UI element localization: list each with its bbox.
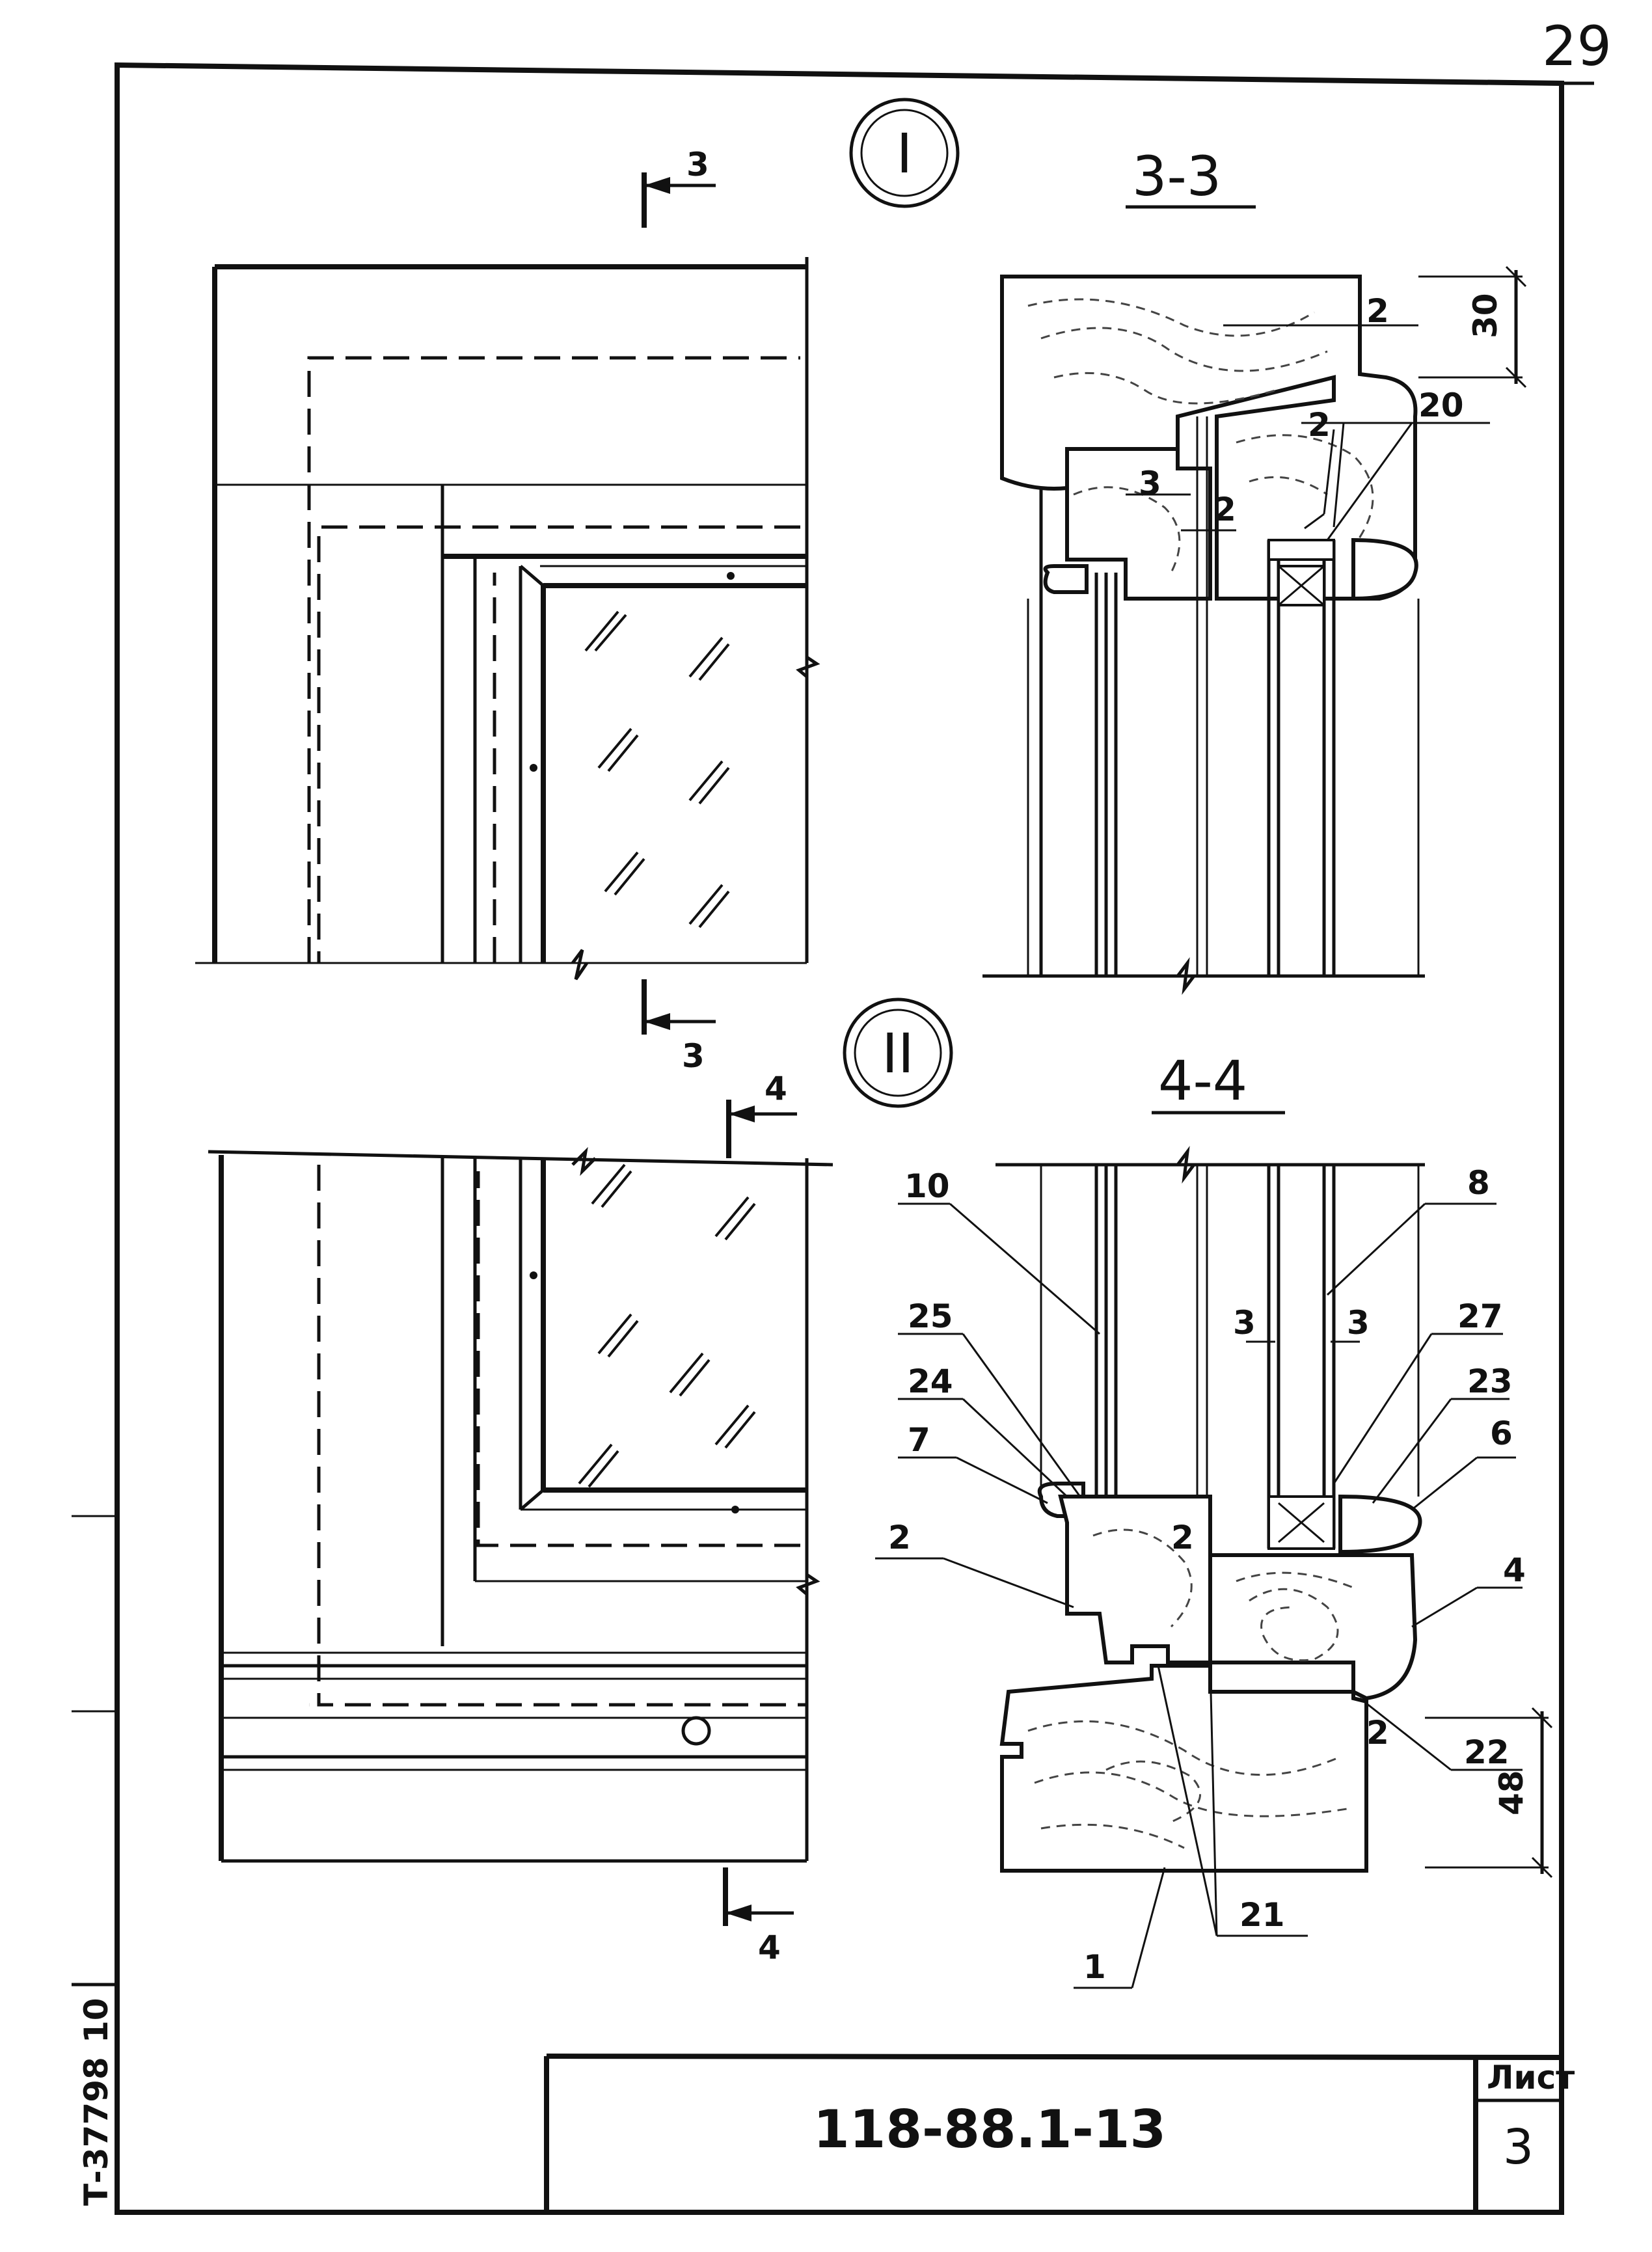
dim-2-b: 2	[1308, 406, 1331, 444]
elevation-detail-2	[208, 1146, 833, 1863]
callout-8: 8	[1467, 1164, 1490, 1202]
page-number: 29	[1542, 14, 1612, 78]
section-4-4-drawing: 3 3 2 2 48 10 8 25 27 24 23 7 6 2 4	[875, 1145, 1553, 1989]
dim-3: 3	[1139, 465, 1161, 502]
dim-2-low: 2	[1366, 1714, 1389, 1752]
callout-22: 22	[1464, 1733, 1510, 1771]
section-cut-3-bottom: 3	[642, 979, 716, 1075]
callout-24: 24	[908, 1363, 953, 1400]
section-cut-4-top: 4	[726, 1070, 797, 1158]
callout-10: 10	[904, 1167, 950, 1205]
dim-30: 30	[1467, 293, 1504, 338]
callout-20: 20	[1418, 387, 1464, 424]
dim-2-c: 2	[1213, 491, 1236, 528]
svg-text:4: 4	[765, 1070, 787, 1107]
svg-text:3: 3	[682, 1037, 705, 1075]
archive-code: Т-37798	[77, 2057, 115, 2206]
callout-27: 27	[1457, 1297, 1503, 1335]
archive-stamp: Т-37798 10	[77, 1998, 115, 2206]
detail-numeral-2: II	[882, 1022, 914, 1085]
glass-hatch-detail-2	[578, 1163, 756, 1488]
svg-text:4: 4	[758, 1929, 781, 1966]
section-title-4-4: 4-4	[1152, 1049, 1285, 1115]
callout-1: 1	[1083, 1948, 1106, 1986]
dim-2-a: 2	[1366, 292, 1389, 330]
sheet-number: 3	[1503, 2119, 1534, 2175]
dim-3-left: 3	[1233, 1304, 1256, 1342]
callout-2: 2	[888, 1519, 911, 1556]
dim-3-right: 3	[1347, 1304, 1370, 1342]
section-cut-4-bottom: 4	[723, 1867, 794, 1966]
callout-4: 4	[1503, 1551, 1526, 1589]
sheet-label: Лист	[1487, 2059, 1575, 2096]
document-code: 118-88.1-13	[813, 2099, 1166, 2160]
detail-numeral-1: I	[897, 122, 913, 185]
dim-48: 48	[1493, 1770, 1530, 1815]
elevation-detail-1	[195, 257, 820, 981]
dim-2-mid: 2	[1171, 1519, 1194, 1556]
callout-25: 25	[908, 1297, 953, 1335]
section-title-3-3: 3-3	[1126, 144, 1256, 209]
sheet-frame	[72, 62, 1594, 2215]
archive-suffix: 10	[77, 1998, 115, 2043]
detail-marker-1: I	[849, 98, 960, 208]
glass-hatch-detail-1	[584, 610, 730, 929]
callout-6: 6	[1490, 1415, 1513, 1452]
svg-text:3: 3	[686, 146, 709, 183]
section-cut-3-top: 3	[642, 146, 716, 228]
callout-23: 23	[1467, 1363, 1513, 1400]
callout-7: 7	[908, 1421, 930, 1459]
svg-text:4-4: 4-4	[1158, 1049, 1247, 1113]
svg-text:3-3: 3-3	[1132, 144, 1221, 208]
section-3-3-drawing: 30 2 2 3 2 20	[982, 265, 1527, 996]
callout-21: 21	[1239, 1896, 1285, 1934]
detail-marker-2: II	[843, 997, 953, 1108]
